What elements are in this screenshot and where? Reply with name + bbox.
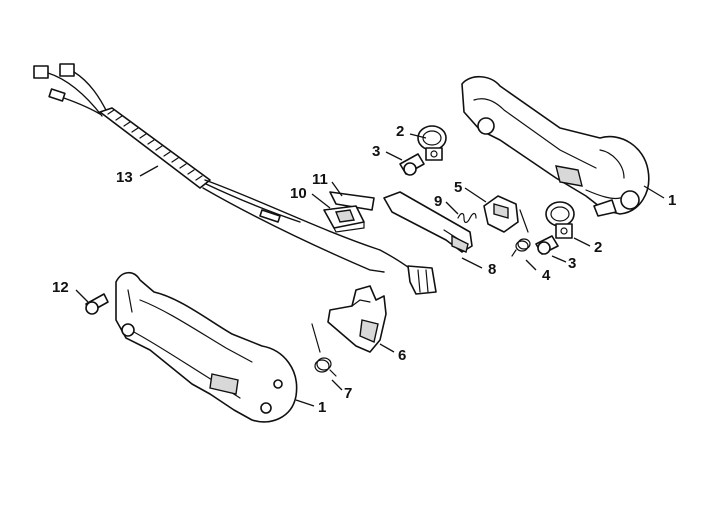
screw-side: [85, 293, 109, 315]
handle-boss: [477, 117, 495, 135]
handle-trigger-slot: [555, 165, 583, 187]
callout-11: 11: [312, 171, 328, 188]
handle-grip-slot: [209, 373, 239, 395]
slide-switch: [323, 205, 365, 233]
trigger-lockout: [483, 195, 519, 233]
callout-1-top: 1: [668, 192, 676, 209]
handle-half-lower: [115, 271, 298, 423]
wiring-harness: [33, 63, 437, 295]
callout-5: 5: [454, 179, 462, 196]
callout-8: 8: [488, 261, 496, 278]
harness-pin: [48, 88, 66, 102]
callout-13: 13: [116, 169, 133, 186]
clamp-ring-upper: [417, 125, 447, 161]
leader-lines: [75, 133, 665, 407]
callout-1-bottom: 1: [318, 399, 326, 416]
clamp-ring-lower: [545, 201, 575, 239]
lever: [383, 191, 473, 253]
callout-12: 12: [52, 279, 69, 296]
screw-lower: [535, 235, 559, 255]
screw-upper: [399, 153, 425, 176]
trigger-spring: [311, 323, 337, 377]
callout-2-top: 2: [396, 123, 404, 140]
callout-3-mid: 3: [568, 255, 576, 272]
callout-6: 6: [398, 347, 406, 364]
spring-small: [457, 212, 477, 224]
callout-9: 9: [434, 193, 442, 210]
callout-10: 10: [290, 185, 307, 202]
callout-2-mid: 2: [594, 239, 602, 256]
callout-labels: 1 2 3 5 9 11 10 13 2 3 4 8 12 6 7 1: [52, 123, 676, 416]
harness-connector-1: [33, 65, 49, 79]
handle-boss: [620, 190, 640, 210]
cover-strip: [329, 191, 375, 211]
switch-connector: [407, 265, 437, 295]
cable-end: [259, 209, 281, 223]
throttle-trigger: [327, 285, 387, 353]
torsion-spring: [511, 209, 531, 257]
callout-7: 7: [344, 385, 352, 402]
callout-3-top: 3: [372, 143, 380, 160]
corrugated-sleeve: [99, 107, 211, 189]
harness-connector-2: [59, 63, 75, 77]
callout-4: 4: [542, 267, 551, 284]
handle-half-upper: [461, 75, 650, 217]
